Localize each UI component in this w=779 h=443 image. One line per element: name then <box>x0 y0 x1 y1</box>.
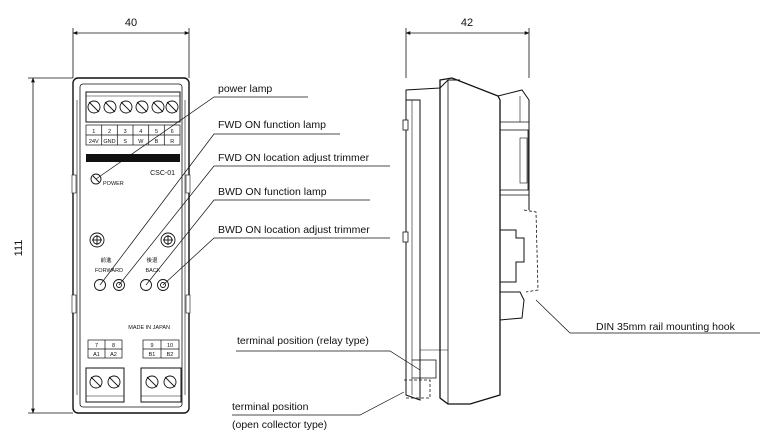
fwd-function-lamp-callout: FWD ON function lamp <box>218 119 326 131</box>
terminal-number: 9 <box>150 343 153 349</box>
terminal-name: A2 <box>110 352 117 358</box>
screw-10-icon <box>163 375 177 389</box>
bottom-terminal-tables <box>87 339 180 359</box>
terminal-number: 5 <box>155 129 158 135</box>
screw-3-icon <box>119 100 133 114</box>
terminal-name: B1 <box>149 352 156 358</box>
bottom-terminal-screws <box>89 375 177 389</box>
bwd-function-lamp-callout: BWD ON function lamp <box>218 186 327 198</box>
relay-terminal-callout: terminal position (relay type) <box>237 335 369 347</box>
power-lamp-callout: power lamp <box>218 83 272 95</box>
bottom-terminal-blocks <box>85 367 182 403</box>
model-name: CSC-01 <box>150 170 175 177</box>
depth-value: 42 <box>461 17 473 29</box>
din-hook-callout: DIN 35mm rail mounting hook <box>596 321 736 333</box>
terminal-number: 4 <box>139 129 142 135</box>
terminal-name: B2 <box>167 352 174 358</box>
terminal-name: 24V <box>89 139 99 145</box>
screw-4-icon <box>135 100 149 114</box>
front-view <box>71 77 191 414</box>
screw-7-icon <box>89 375 103 389</box>
terminal-name: A1 <box>93 352 100 358</box>
terminal-name: GND <box>103 139 115 145</box>
dimension-width <box>72 28 190 78</box>
panel-screw-left-icon <box>89 232 105 248</box>
terminal-number: 3 <box>124 129 127 135</box>
terminal-number: 10 <box>167 343 173 349</box>
terminal-number: 2 <box>108 129 111 135</box>
screw-2-icon <box>103 100 117 114</box>
forward-jp-label: 前進 <box>100 256 112 264</box>
terminal-name: R <box>170 139 174 145</box>
forward-en-label: FORWARD <box>95 268 123 274</box>
bottom-terminal-names: A1 A2 B1 B2 <box>93 352 173 358</box>
bwd-location-trimmer-callout: BWD ON location adjust trimmer <box>218 224 370 236</box>
screw-6-icon <box>165 100 179 114</box>
width-value: 40 <box>125 17 137 29</box>
top-terminal-names: 24V GND S W B R <box>89 139 174 145</box>
top-terminal-screws <box>87 100 179 114</box>
screw-5-icon <box>151 100 165 114</box>
side-view <box>402 77 539 405</box>
terminal-number: 7 <box>95 343 98 349</box>
screw-1-icon <box>87 100 101 114</box>
back-jp-label: 後退 <box>146 256 158 264</box>
terminal-number: 8 <box>112 343 115 349</box>
power-label: POWER <box>103 181 124 187</box>
oc-terminal-callout-line2: (open collector type) <box>232 419 327 431</box>
made-in-label: MADE IN JAPAN <box>128 325 170 331</box>
panel-screw-right-icon <box>160 232 176 248</box>
oc-terminal-callout-line1: terminal position <box>232 401 309 413</box>
terminal-number: 1 <box>92 129 95 135</box>
top-terminal-numbers: 1 2 3 4 5 6 <box>92 129 173 135</box>
screw-9-icon <box>145 375 159 389</box>
label-bar <box>86 154 180 162</box>
screw-8-icon <box>107 375 121 389</box>
terminal-name: B <box>155 139 159 145</box>
terminal-number: 6 <box>171 129 174 135</box>
back-en-label: BACK <box>146 268 161 274</box>
terminal-name: W <box>138 139 144 145</box>
terminal-name: S <box>123 139 127 145</box>
bottom-terminal-numbers: 7 8 9 10 <box>95 343 173 349</box>
height-value: 111 <box>13 240 25 257</box>
fwd-location-trimmer-callout: FWD ON location adjust trimmer <box>218 152 370 164</box>
dimension-depth <box>405 28 530 78</box>
dimension-height <box>28 77 73 414</box>
top-terminal-table <box>85 124 181 146</box>
callout-lines <box>95 96 760 416</box>
